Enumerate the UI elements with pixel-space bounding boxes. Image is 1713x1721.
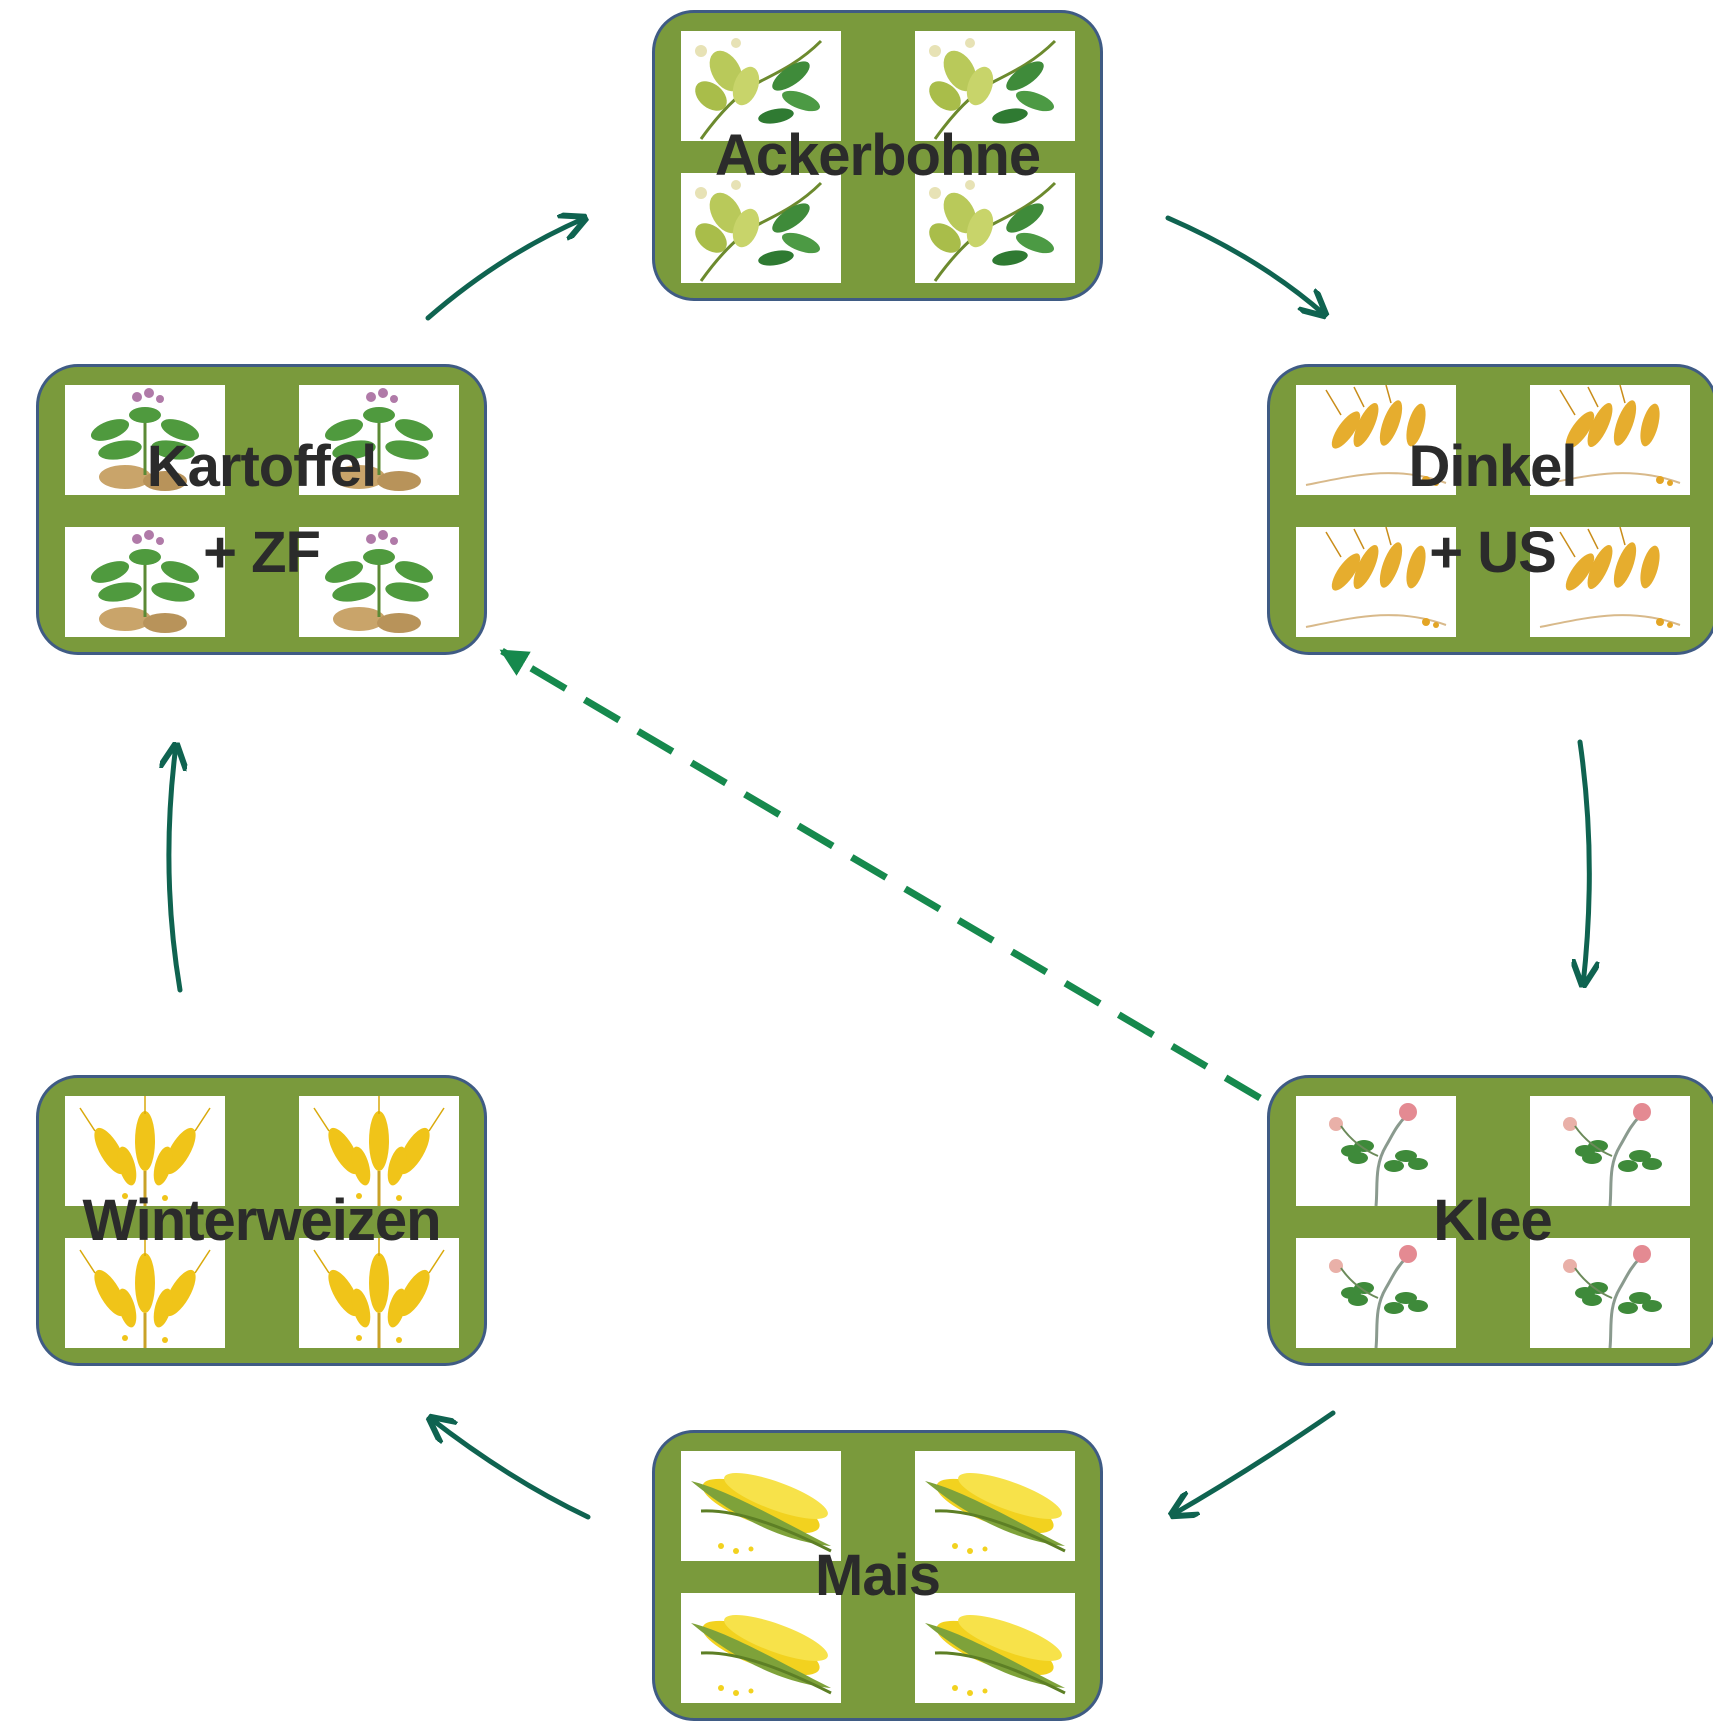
- wheat-ear-icon: [299, 1238, 459, 1348]
- node-kartoffel: Kartoffel + ZF: [36, 364, 487, 655]
- corn-cob-icon: [915, 1593, 1075, 1703]
- wheat-ear-icon: [65, 1238, 225, 1348]
- node-label-line: + US: [1429, 519, 1557, 585]
- arrow-kartoffel-to-ackerbohne: [425, 218, 585, 321]
- potato-plant-icon: [65, 385, 225, 495]
- clover-plant-icon: [1296, 1238, 1456, 1348]
- arrow-mais-to-winterweizen: [430, 1418, 591, 1520]
- node-ackerbohne: Ackerbohne: [652, 10, 1103, 301]
- clover-plant-icon: [1530, 1096, 1690, 1206]
- node-label-winterweizen: Winterweizen: [39, 1178, 484, 1264]
- node-label-line: Mais: [815, 1542, 941, 1608]
- node-label-line: Kartoffel: [146, 433, 377, 499]
- node-label-mais: Mais: [655, 1533, 1100, 1619]
- clover-plant-icon: [1296, 1096, 1456, 1206]
- node-label-klee: Klee: [1270, 1178, 1713, 1264]
- arrow-ackerbohne-to-dinkel: [1165, 215, 1325, 315]
- spelt-ear-icon: [1296, 527, 1456, 637]
- node-label-line: Klee: [1433, 1187, 1553, 1253]
- spelt-ear-icon: [1530, 385, 1690, 495]
- corn-cob-icon: [681, 1593, 841, 1703]
- node-label-dinkel: Dinkel + US: [1270, 424, 1713, 596]
- node-label-line: Winterweizen: [82, 1187, 441, 1253]
- field-bean-plant-icon: [915, 31, 1075, 141]
- node-dinkel: Dinkel + US: [1267, 364, 1713, 655]
- field-bean-plant-icon: [915, 173, 1075, 283]
- field-bean-plant-icon: [681, 31, 841, 141]
- wheat-ear-icon: [65, 1096, 225, 1206]
- node-label-line: Ackerbohne: [714, 122, 1041, 188]
- spelt-ear-icon: [1296, 385, 1456, 495]
- spelt-ear-icon: [1530, 527, 1690, 637]
- field-bean-plant-icon: [681, 173, 841, 283]
- node-label-kartoffel: Kartoffel + ZF: [39, 424, 484, 596]
- arrow-klee-to-mais: [1172, 1410, 1336, 1515]
- node-klee: Klee: [1267, 1075, 1713, 1366]
- arrow-dinkel-to-klee: [1580, 739, 1589, 985]
- corn-cob-icon: [681, 1451, 841, 1561]
- node-mais: Mais: [652, 1430, 1103, 1721]
- node-label-line: Dinkel: [1408, 433, 1577, 499]
- clover-plant-icon: [1530, 1238, 1690, 1348]
- arrow-klee-to-kartoffel: [499, 647, 1262, 1102]
- potato-plant-icon: [299, 527, 459, 637]
- node-winterweizen: Winterweizen: [36, 1075, 487, 1366]
- potato-plant-icon: [299, 385, 459, 495]
- node-label-line: + ZF: [203, 519, 321, 585]
- arrow-winterweizen-to-kartoffel: [169, 745, 180, 993]
- wheat-ear-icon: [299, 1096, 459, 1206]
- node-label-ackerbohne: Ackerbohne: [655, 113, 1100, 199]
- potato-plant-icon: [65, 527, 225, 637]
- corn-cob-icon: [915, 1451, 1075, 1561]
